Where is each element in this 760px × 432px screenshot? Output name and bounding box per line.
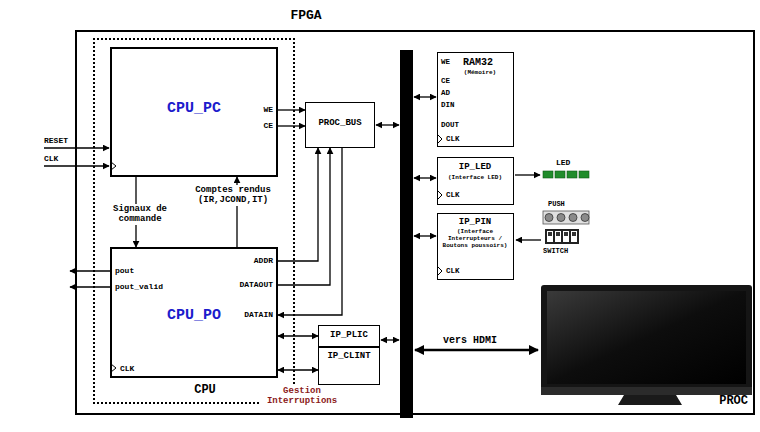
signal-connector [278, 148, 318, 261]
signal-name: pout [115, 266, 134, 275]
signal-connector [278, 335, 318, 336]
unit-title: CPU_PC [167, 100, 221, 117]
led [567, 171, 577, 178]
link-name: vers HDMI [443, 335, 497, 347]
clint-box: IP_CLINT [318, 347, 380, 385]
pin-name: CE [441, 77, 450, 86]
unit-title: CPU_PO [167, 307, 221, 324]
block-note: (Mémoire) [464, 70, 496, 77]
tv-stand [618, 395, 682, 405]
switch [547, 231, 553, 242]
switch-knob [564, 232, 568, 236]
signal-connector [278, 148, 330, 285]
switches [545, 229, 579, 244]
datapath-box: CPU_PO pout pout_valid ADDR DATAOUT DATAIN CLK [110, 247, 278, 378]
device-name: LED [556, 158, 570, 167]
pin-name: CLK [120, 364, 134, 373]
block-name: PROC_BUS [318, 118, 361, 128]
pin-name: WE [441, 58, 450, 67]
pin-wire [516, 239, 541, 240]
fpga-box: FPGAPROCCPUCPU_PCWECECPU_POpoutpout_vali… [75, 30, 755, 415]
tv-base-strip [541, 387, 752, 395]
pin-name: DATAIN [244, 310, 273, 319]
led [543, 171, 553, 178]
block-name: RAM32 [463, 57, 493, 69]
pin-name: CLK [446, 191, 460, 200]
clock-symbol [438, 267, 442, 275]
push-button [569, 214, 577, 222]
led-interface-box: IP_LED (Interface LED) CLK [437, 157, 514, 205]
led-row [543, 171, 589, 178]
pin-name: CLK [446, 267, 460, 276]
edge-label: Comptes rendus (IR,JCOND,IT) [190, 185, 276, 206]
memory-box: RAM32(Mémoire) WE CE AD DIN DOUT CLK [437, 52, 514, 147]
signal-name: pout_valid [115, 282, 163, 291]
push-buttons [543, 211, 589, 224]
signal-name: RESET [44, 136, 68, 145]
pin-name: DIN [441, 101, 455, 110]
bus-link [376, 124, 399, 125]
block-note: (Interface LED) [448, 175, 502, 182]
signal-connector [278, 148, 342, 315]
tv-bezel [541, 285, 752, 395]
led [579, 171, 589, 178]
switch-block [545, 229, 579, 244]
block-name: PROC [719, 395, 748, 409]
pin-name: CLK [446, 135, 460, 144]
pin-name: CE [263, 121, 273, 130]
signal-connector [278, 369, 318, 370]
switch-knob [556, 232, 560, 236]
push-button [581, 214, 589, 222]
signal-name: CLK [44, 154, 58, 163]
pin-interface-box: IP_PIN (Interface Interrupteurs / Boutons… [437, 213, 514, 280]
edge-label: Signaux de commande [103, 204, 177, 225]
switch [563, 231, 569, 242]
tv-screen [547, 291, 746, 384]
led-wire [515, 174, 540, 175]
switch-knob [548, 232, 552, 236]
pin-name: ADDR [254, 256, 273, 265]
television [541, 285, 752, 405]
plic-box: IP_PLIC [318, 325, 380, 347]
bus-link [414, 96, 436, 97]
device-name: SWITCH [543, 247, 568, 255]
switch-knob [572, 232, 576, 236]
push-button [545, 214, 553, 222]
block-name: IP_CLINT [327, 351, 370, 361]
device-name: PUSH [548, 200, 565, 208]
switch [555, 231, 561, 242]
system-bus [400, 50, 413, 418]
bus-link [414, 177, 436, 178]
switch [571, 231, 577, 242]
block-note: (Interface Interrupteurs / Boutons pouss… [439, 229, 511, 250]
led [555, 171, 565, 178]
pin-name: AD [441, 89, 450, 98]
hdmi-link [415, 349, 538, 352]
clock-symbol [438, 135, 442, 143]
block-name: IP_PLIC [330, 330, 368, 340]
pin-name: DATAOUT [239, 280, 273, 289]
pin-name: DOUT [441, 121, 459, 130]
bus-link [414, 235, 436, 236]
button-strip [543, 211, 589, 224]
chip-title: FPGA [290, 9, 321, 24]
bus-links [44, 97, 541, 350]
block-name: CPU [194, 384, 216, 398]
bus-controller-box: PROC_BUS [305, 102, 375, 148]
signal-connector [278, 109, 305, 110]
block-name: IP_LED [459, 162, 491, 172]
pin-name: WE [263, 105, 273, 114]
clock-symbol [438, 191, 442, 199]
bus-link [381, 339, 399, 340]
block-name: IP_PIN [459, 217, 491, 227]
push-button [557, 214, 565, 222]
control-unit-box: CPU_PC WE CE [110, 47, 278, 177]
signal-connector [278, 125, 305, 126]
note: Gestion Interruptions [261, 386, 343, 407]
